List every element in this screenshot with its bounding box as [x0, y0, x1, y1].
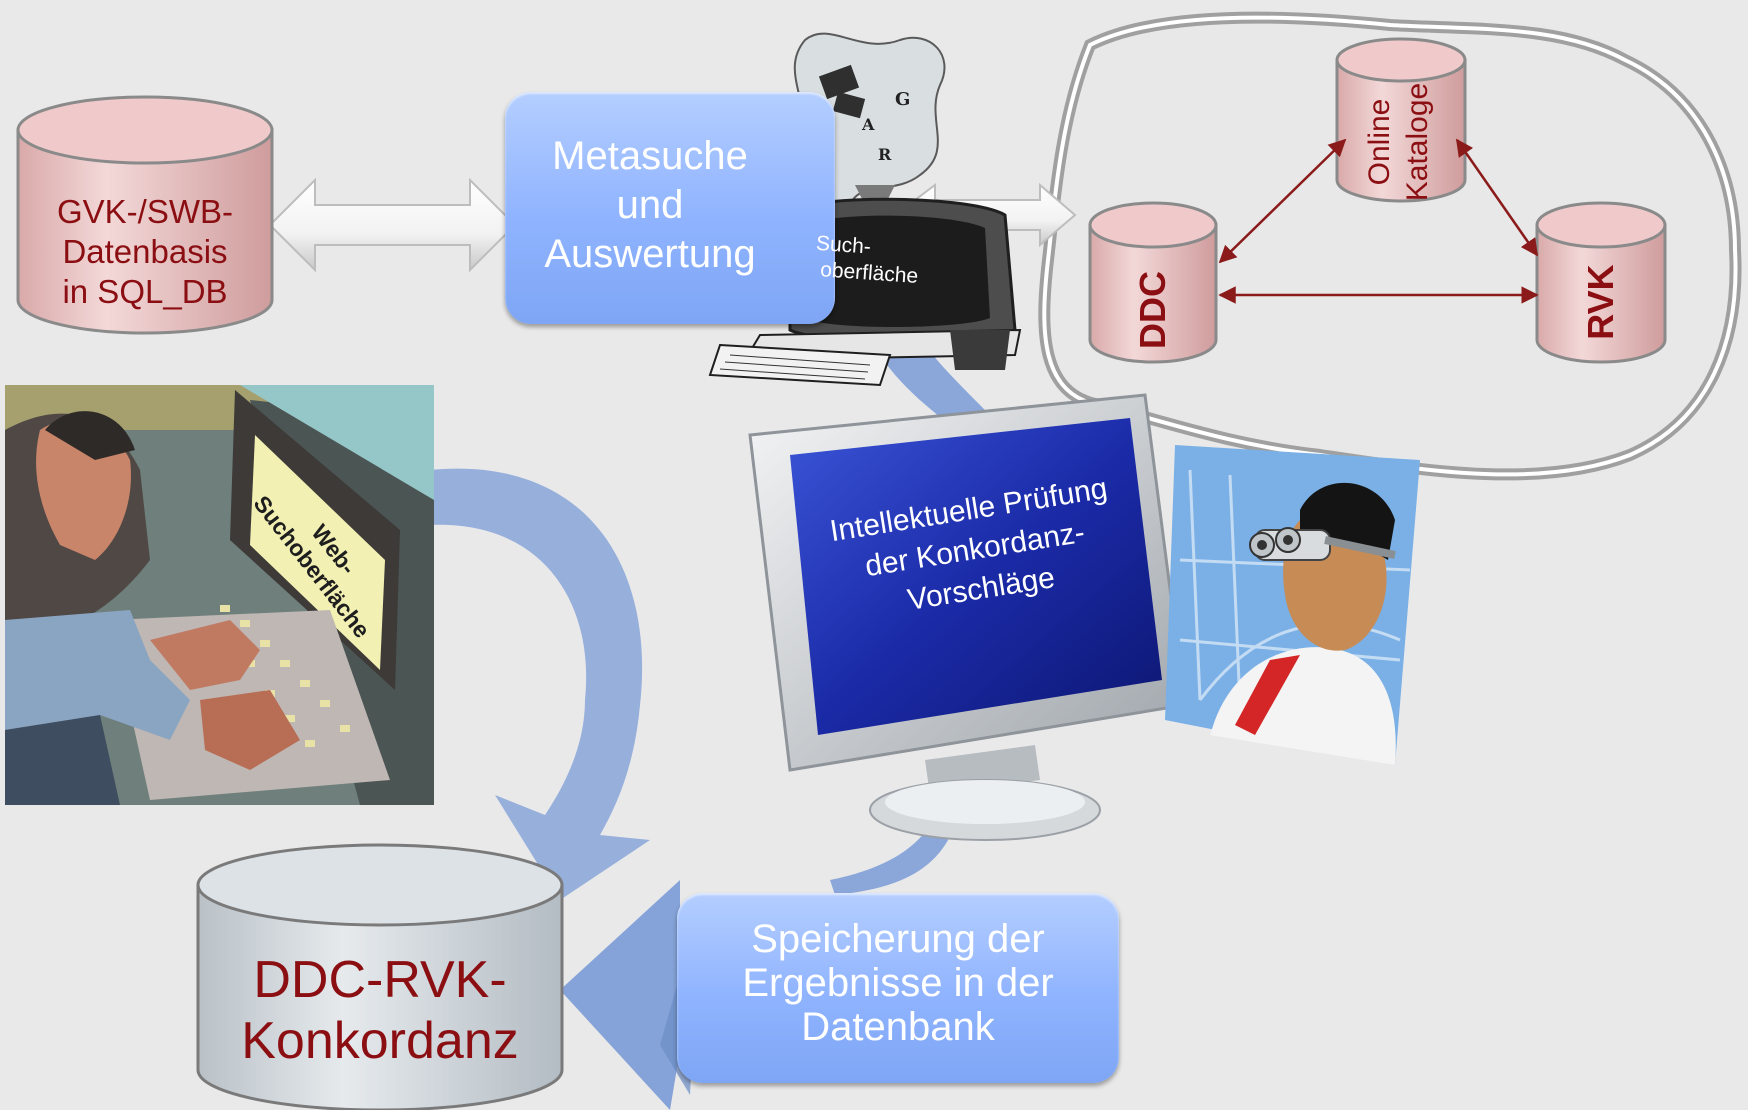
storage-line-2: Ergebnisse in der [742, 961, 1054, 1005]
rvk-label: RVK [1580, 264, 1621, 340]
concordance-line-2: Konkordanz [241, 1012, 519, 1070]
reviewer-clipart [1165, 445, 1420, 765]
gvk-swb-line-2: Datenbasis [62, 233, 228, 270]
svg-text:G: G [895, 89, 910, 110]
gvk-swb-database-cylinder [16, 95, 274, 335]
metasearch-process-box: Metasuche und Auswertung [505, 92, 835, 324]
ddc-cylinder [1088, 201, 1218, 364]
svg-text:A: A [861, 115, 875, 134]
gvk-swb-database-label: GVK-/SWB- Datenbasis in SQL_DB [28, 192, 262, 312]
ddc-label: DDC [1132, 271, 1173, 349]
metasearch-line-3: Auswertung [544, 232, 756, 276]
review-monitor [748, 393, 1187, 841]
gvk-swb-line-1: GVK-/SWB- [56, 193, 233, 230]
online-catalogs-line-2: Kataloge [1401, 82, 1434, 202]
flow-arrow-terminal-to-monitor [880, 345, 985, 425]
catalog-cloud [1038, 11, 1742, 481]
rvk-cylinder [1535, 201, 1667, 364]
online-catalogs-label: Online Kataloge [1361, 72, 1441, 212]
storage-line-3: Datenbank [801, 1005, 995, 1049]
cloud-connector-arrows [1218, 138, 1539, 304]
flow-arrow-web-to-concordance [430, 468, 650, 900]
concordance-line-1: DDC-RVK- [253, 951, 507, 1009]
storage-line-1: Speicherung der [751, 917, 1045, 961]
search-terminal-clipart: G A R [708, 32, 1022, 387]
gvk-swb-line-3: in SQL_DB [62, 273, 228, 310]
concordance-database-label: DDC-RVK- Konkordanz [198, 950, 562, 1072]
storage-process-box: Speicherung der Ergebnisse in der Datenb… [677, 893, 1119, 1083]
double-arrow-gvk-metasearch [268, 177, 517, 273]
svg-text:R: R [878, 145, 892, 164]
metasearch-line-1: Metasuche [552, 134, 748, 178]
online-catalogs-line-1: Online [1363, 98, 1396, 186]
search-terminal-label: Such- oberfläche [813, 231, 966, 293]
metasearch-line-2: und [616, 183, 684, 227]
concordance-database-cylinder [196, 843, 564, 1110]
web-search-clipart [5, 385, 434, 805]
